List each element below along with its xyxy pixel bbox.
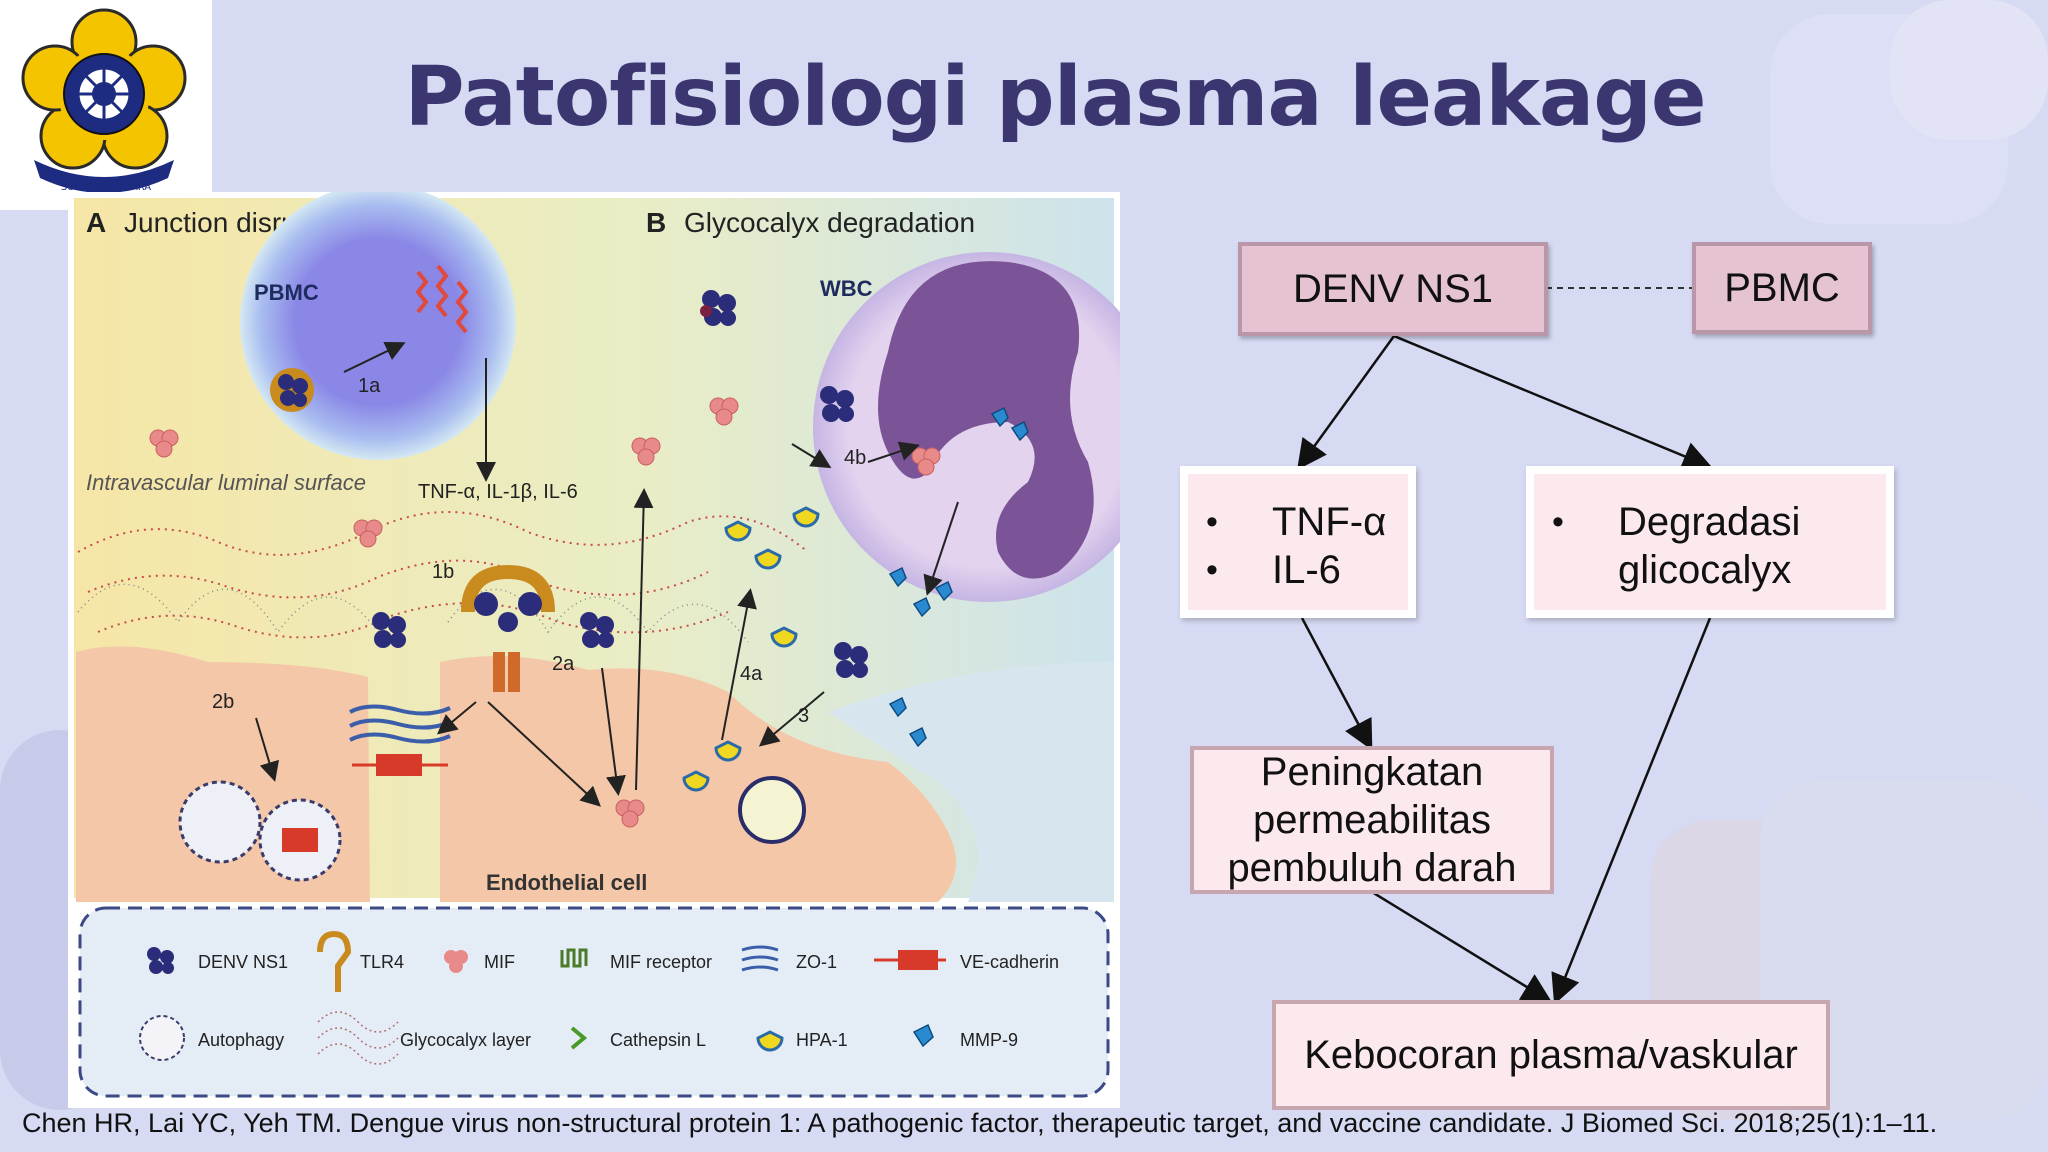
node-denv-ns1-label: DENV NS1 [1292,266,1494,311]
step-2b: 2b [212,691,234,713]
panel-a-letter: A [86,207,106,238]
legend-cathepsin: Cathepsin L [610,1030,706,1050]
legend-ve-cadherin: VE-cadherin [960,952,1059,972]
node-permeabilitas: Peningkatan permeabilitas pembuluh darah [1190,746,1554,894]
legend-mif: MIF [484,952,515,972]
legend-ns1: DENV NS1 [198,952,288,972]
degradasi-line-2: glicocalyx [1618,548,1792,592]
step-1b: 1b [432,561,454,583]
pathway-arrows [255,341,959,807]
degradasi-line-1: Degradasi [1618,500,1801,544]
legend-tlr4: TLR4 [360,952,404,972]
citation: Chen HR, Lai YC, Yeh TM. Dengue virus no… [22,1108,1938,1138]
step-4a: 4a [740,663,763,685]
ve-cadherin [352,754,448,776]
legend-mmp9: MMP-9 [960,1030,1018,1050]
label-pbmc: PBMC [254,280,319,305]
slide-title: Patofisiologi plasma leakage [404,50,1706,145]
permeabilitas-line-1: Peningkatan [1260,750,1484,794]
arrow-degradasi-kebocoran [1551,617,1712,1005]
step-3: 3 [798,705,809,727]
zo1-strands [349,704,451,744]
node-degradasi: Degradasi glicocalyx [1526,466,1894,618]
arrow-cytokines-permeabilitas [1300,617,1373,751]
university-logo: SUMATERA UTARA [0,0,212,210]
pathophysiology-figure: A Junction disruption B Glycocalyx degra… [68,184,1163,1108]
bg-decoration [1890,0,2048,140]
node-denv-ns1: DENV NS1 [1238,242,1548,336]
label-endothelial: Endothelial cell [486,870,647,895]
logo-motto: SUMATERA UTARA [61,182,151,193]
figure-legend [78,906,1110,1098]
legend-hpa1: HPA-1 [796,1030,848,1050]
step-1a: 1a [358,375,381,397]
step-4b: 4b [844,447,866,469]
degradasi-item: Degradasi glicocalyx [1534,498,1886,594]
ns1-particles [270,290,868,678]
cytokine-item: TNF-α [1188,498,1408,546]
arrow-permeabilitas-kebocoran [1371,890,1553,1003]
permeabilitas-line-3: pembuluh darah [1227,846,1517,890]
legend-glycocalyx: Glycocalyx layer [400,1030,531,1050]
legend-zo1: ZO-1 [796,952,837,972]
node-kebocoran: Kebocoran plasma/vaskular [1272,1000,1830,1110]
cytokine-waves [415,264,469,334]
lysosome [738,776,806,844]
arrow-ns1-degradasi [1393,334,1713,471]
label-lumen: Intravascular luminal surface [86,470,366,495]
kebocoran-label: Kebocoran plasma/vaskular [1304,1032,1798,1077]
node-cytokines: TNF-α IL-6 [1180,466,1416,618]
label-wbc: WBC [820,276,873,301]
mif-particles [149,397,941,828]
legend-mif-receptor: MIF receptor [610,952,712,972]
label-cytokines: TNF-α, IL-1β, IL-6 [418,481,578,503]
hpa1-particles [682,506,820,792]
node-pbmc: PBMC [1692,242,1872,334]
autophagy-vesicle [178,780,262,864]
panel-b-title: Glycocalyx degradation [684,207,975,238]
arrow-ns1-cytokines [1297,335,1396,471]
legend-autophagy: Autophagy [198,1030,284,1050]
step-2a: 2a [552,653,575,675]
tlr4-receptor [461,564,555,692]
cytokine-item: IL-6 [1188,546,1408,594]
wbc-nucleus [878,261,1094,579]
node-pbmc-label: PBMC [1724,265,1840,310]
panel-b-letter: B [646,207,666,238]
permeabilitas-line-2: permeabilitas [1253,798,1491,842]
